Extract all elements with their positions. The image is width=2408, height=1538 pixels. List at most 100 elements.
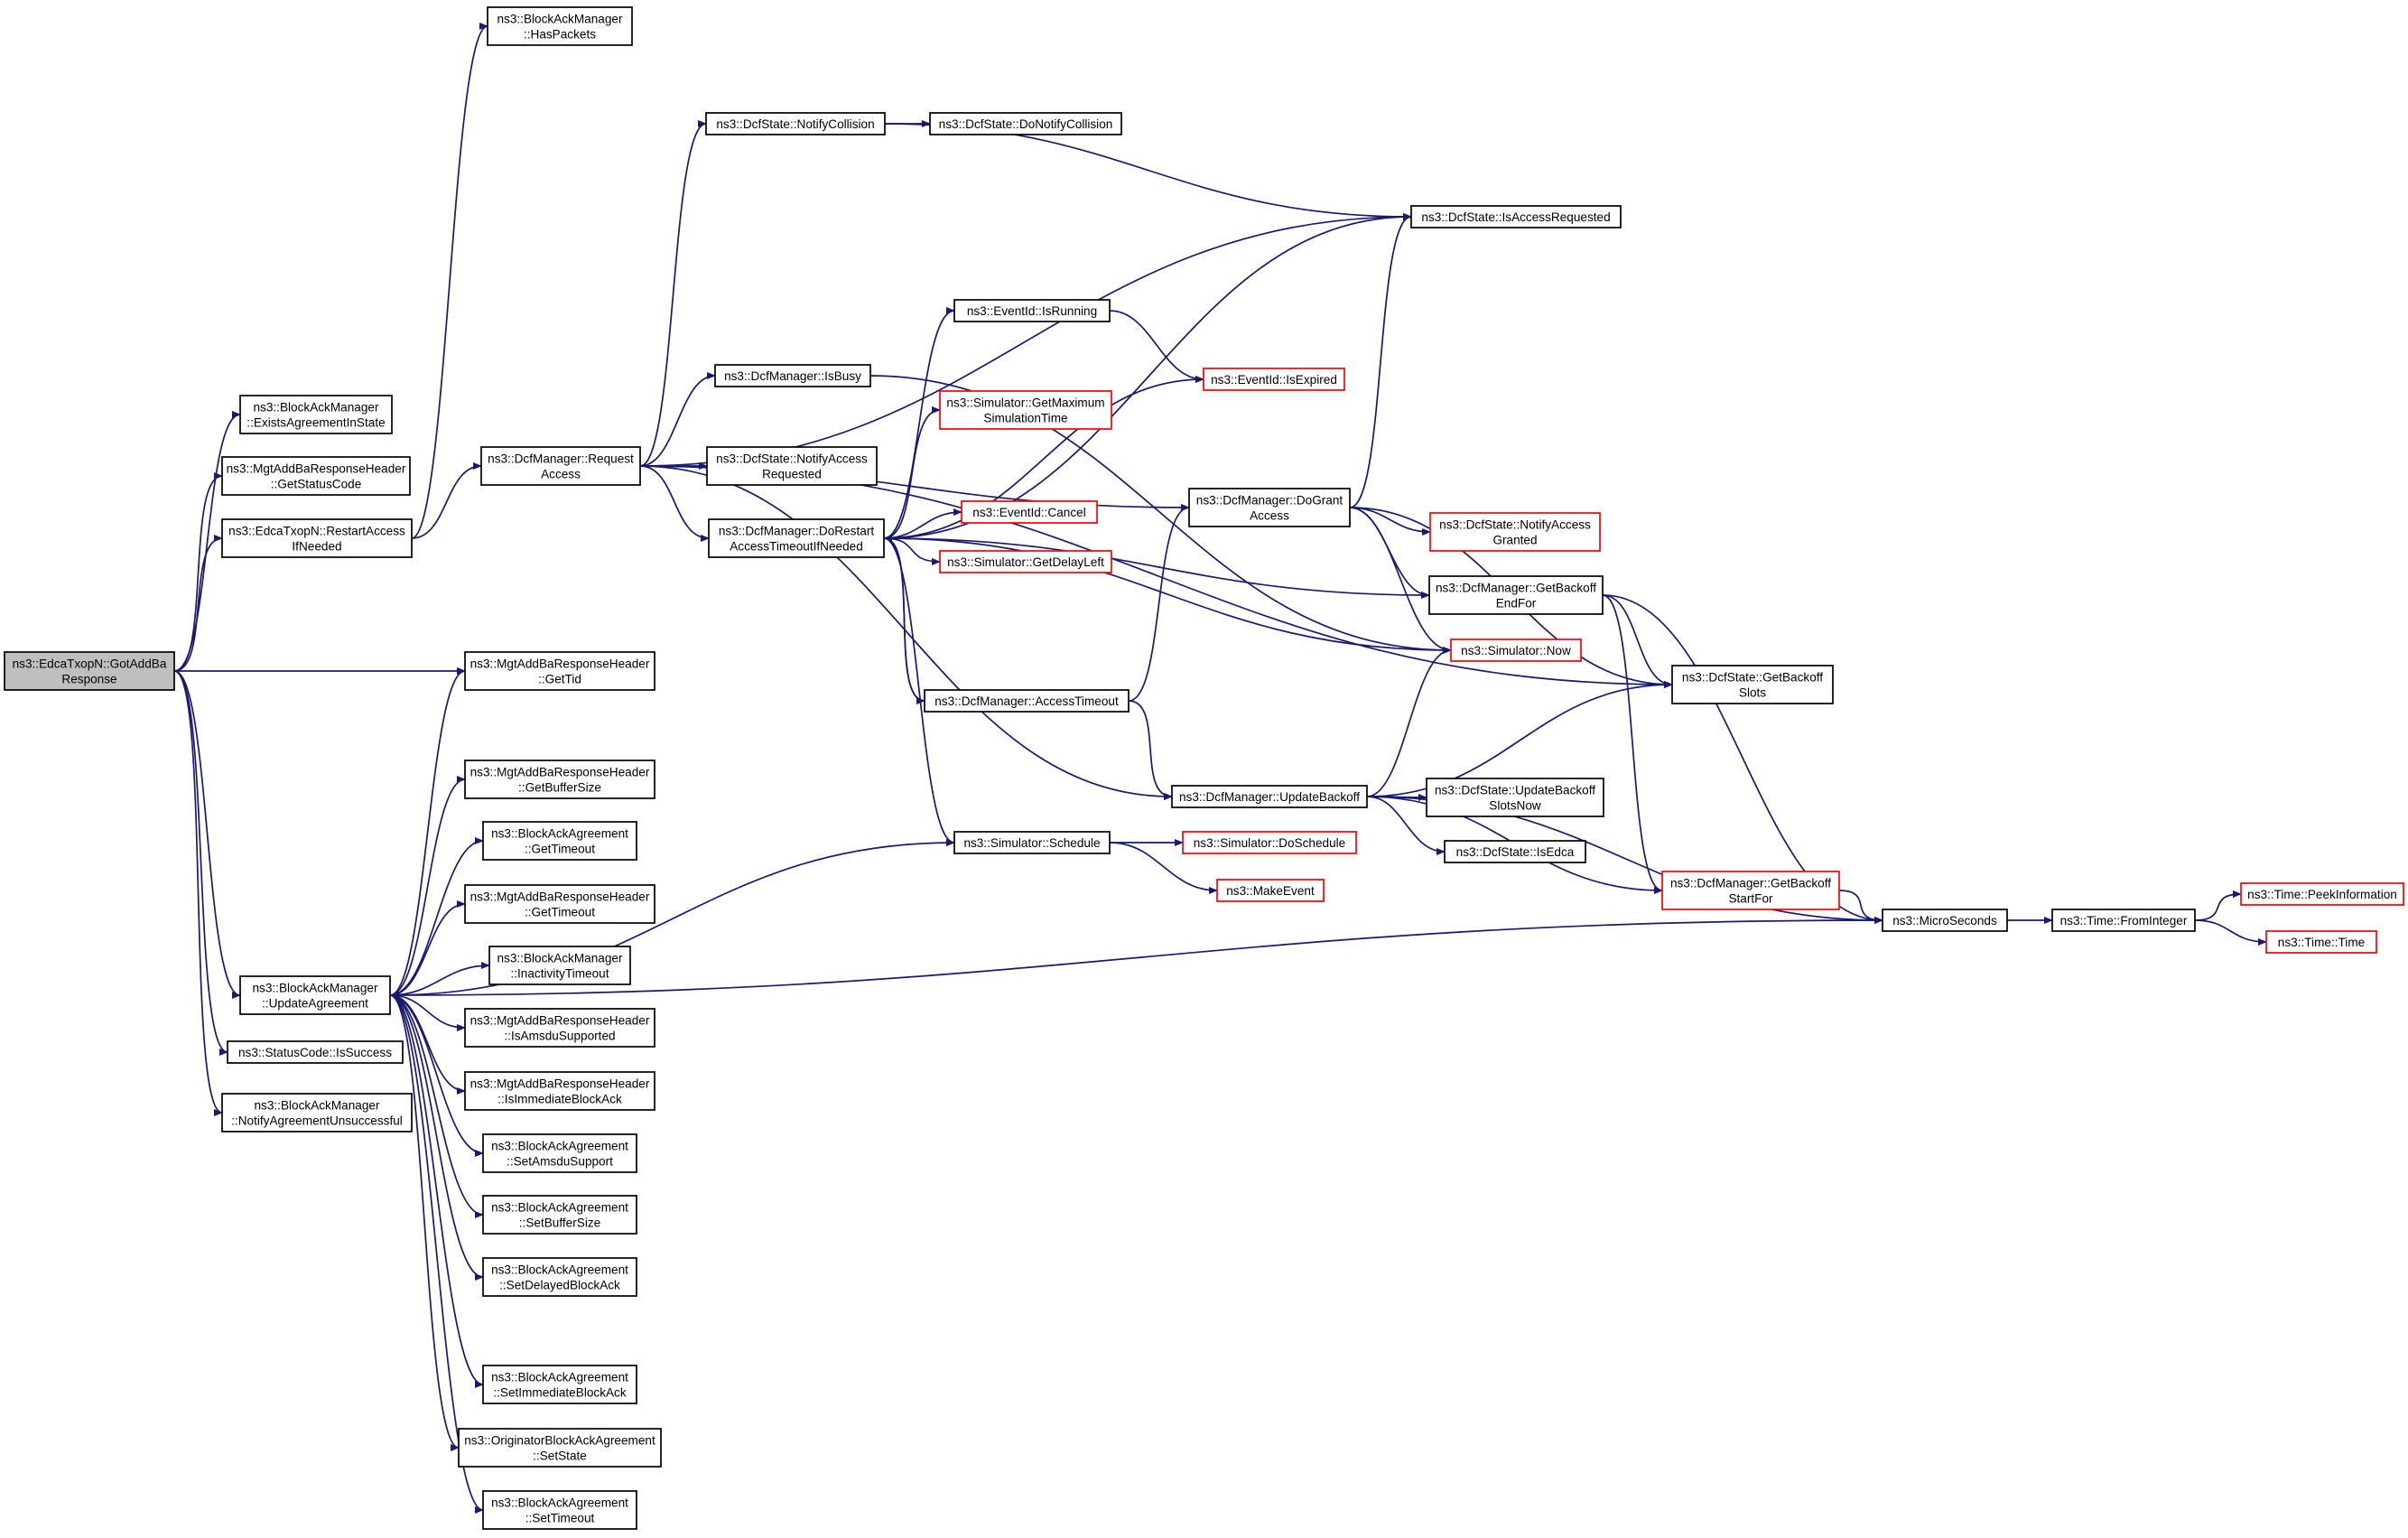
node-update-backoff[interactable]: ns3::DcfManager::UpdateBackoff [1171, 785, 1368, 808]
node-access-timeout[interactable]: ns3::DcfManager::AccessTimeout [924, 689, 1130, 713]
node-label: ns3::BlockAckAgreement [491, 1140, 628, 1153]
node-label: ::SetAmsduSupport [507, 1155, 613, 1169]
node-is-immediate-block-ack[interactable]: ns3::MgtAddBaResponseHeader::IsImmediate… [464, 1071, 655, 1111]
node-set-buffer-size[interactable]: ns3::BlockAckAgreement::SetBufferSize [482, 1195, 637, 1235]
edge-restart-access-to-request-access [411, 462, 482, 539]
node-label: ns3::DcfManager::GetBackoff [1670, 877, 1831, 890]
node-notify-collision[interactable]: ns3::DcfState::NotifyCollision [705, 112, 886, 135]
node-sim-now[interactable]: ns3::Simulator::Now [1450, 639, 1582, 662]
node-is-expired[interactable]: ns3::EventId::IsExpired [1203, 368, 1345, 391]
node-box [464, 1008, 655, 1048]
node-hdr-get-timeout[interactable]: ns3::MgtAddBaResponseHeader::GetTimeout [464, 884, 655, 924]
edge-update-agreement-to-bak-get-timeout [389, 837, 484, 996]
node-box [1450, 639, 1582, 662]
node-micro-seconds[interactable]: ns3::MicroSeconds [1882, 909, 2008, 932]
node-set-delayed-block-ack[interactable]: ns3::BlockAckAgreement::SetDelayedBlockA… [482, 1257, 637, 1297]
node-box [464, 760, 655, 799]
node-box [227, 1040, 404, 1064]
node-exists-agreement[interactable]: ns3::BlockAckManager::ExistsAgreementInS… [239, 395, 393, 434]
node-peek-information[interactable]: ns3::Time::PeekInformation [2240, 882, 2404, 906]
node-get-buffer-size[interactable]: ns3::MgtAddBaResponseHeader::GetBufferSi… [464, 760, 655, 799]
node-update-agreement[interactable]: ns3::BlockAckManager::UpdateAgreement [239, 975, 391, 1015]
node-label: ns3::MakeEvent [1226, 884, 1315, 898]
node-box [482, 1195, 637, 1235]
node-box [239, 395, 393, 434]
node-is-amsdu-supported[interactable]: ns3::MgtAddBaResponseHeader::IsAmsduSupp… [464, 1008, 655, 1048]
node-label: ns3::DcfManager::GetBackoff [1436, 582, 1596, 595]
node-has-packets[interactable]: ns3::BlockAckManager::HasPackets [487, 6, 633, 46]
node-inactivity-timeout[interactable]: ns3::BlockAckManager::InactivityTimeout [488, 946, 631, 985]
node-label: ::GetTimeout [525, 906, 595, 919]
node-cancel[interactable]: ns3::EventId::Cancel [961, 500, 1098, 524]
node-bak-get-timeout[interactable]: ns3::BlockAckAgreement::GetTimeout [482, 821, 637, 861]
node-get-tid[interactable]: ns3::MgtAddBaResponseHeader::GetTid [464, 651, 655, 691]
node-is-busy[interactable]: ns3::DcfManager::IsBusy [714, 364, 871, 387]
node-set-immediate-block-ack[interactable]: ns3::BlockAckAgreement::SetImmediateBloc… [482, 1365, 637, 1404]
node-time-time[interactable]: ns3::Time::Time [2265, 930, 2377, 954]
node-set-state[interactable]: ns3::OriginatorBlockAckAgreement::SetSta… [458, 1428, 662, 1468]
node-box [482, 1365, 637, 1404]
node-box [458, 1428, 662, 1468]
edge-access-timeout-to-do-grant-access [1128, 504, 1190, 702]
node-label: ::InactivityTimeout [510, 967, 609, 981]
node-label: ns3::DcfManager::DoRestart [719, 525, 874, 538]
node-label: ::SetBufferSize [519, 1216, 600, 1230]
edge-schedule-to-make-event [1109, 842, 1218, 894]
node-label: ns3::BlockAckAgreement [491, 1201, 628, 1215]
node-set-amsdu-support[interactable]: ns3::BlockAckAgreement::SetAmsduSupport [482, 1133, 637, 1173]
node-notify-unsuccessful[interactable]: ns3::BlockAckManager::NotifyAgreementUns… [221, 1093, 413, 1133]
node-is-edca[interactable]: ns3::DcfState::IsEdca [1444, 840, 1586, 863]
edge-do-grant-access-to-is-access-requested [1349, 213, 1412, 508]
node-do-schedule[interactable]: ns3::Simulator::DoSchedule [1182, 831, 1357, 854]
node-label: Slots [1739, 686, 1766, 700]
node-box [929, 112, 1122, 135]
node-box [2265, 930, 2377, 954]
edge-got-add-ba-to-restart-access [173, 535, 223, 672]
node-label: ns3::DcfState::NotifyAccess [1439, 518, 1591, 532]
node-schedule[interactable]: ns3::Simulator::Schedule [953, 831, 1111, 854]
node-box [464, 884, 655, 924]
node-box [961, 500, 1098, 524]
edge-update-backoff-to-is-edca [1366, 796, 1446, 855]
nodes-layer: ns3::EdcaTxopN::GotAddBaResponsens3::Blo… [4, 6, 2404, 1530]
edge-request-access-to-do-restart [639, 465, 710, 542]
node-is-success[interactable]: ns3::StatusCode::IsSuccess [227, 1040, 404, 1064]
node-get-status-code[interactable]: ns3::MgtAddBaResponseHeader::GetStatusCo… [221, 456, 411, 496]
node-box [708, 518, 885, 558]
node-label: ns3::DcfState::DoNotifyCollision [939, 117, 1113, 131]
node-label: ns3::MgtAddBaResponseHeader [470, 1077, 650, 1091]
node-do-notify-collision[interactable]: ns3::DcfState::DoNotifyCollision [929, 112, 1122, 135]
node-label: ns3::EventId::IsRunning [967, 304, 1097, 318]
node-label: ns3::BlockAckManager [497, 13, 622, 26]
node-from-integer[interactable]: ns3::Time::FromInteger [2051, 909, 2196, 932]
edge-notify-collision-to-is-access-requested [884, 123, 1412, 220]
node-is-running[interactable]: ns3::EventId::IsRunning [953, 299, 1111, 322]
node-is-access-requested[interactable]: ns3::DcfState::IsAccessRequested [1410, 205, 1622, 228]
node-get-delay-left[interactable]: ns3::Simulator::GetDelayLeft [939, 550, 1112, 573]
edge-get-backoff-end-for-to-get-backoff-slots [1602, 594, 1673, 688]
edge-update-agreement-to-set-state [389, 994, 460, 1451]
node-label: ns3::Simulator::Now [1461, 644, 1571, 657]
node-label: ns3::EventId::IsExpired [1211, 373, 1337, 387]
node-box [1426, 778, 1604, 817]
node-box [221, 1093, 413, 1133]
node-label: ns3::DcfState::NotifyAccess [716, 452, 868, 466]
edge-do-restart-to-schedule [883, 537, 955, 846]
edge-update-agreement-to-set-buffer-size [389, 994, 484, 1218]
node-do-restart[interactable]: ns3::DcfManager::DoRestartAccessTimeoutI… [708, 518, 885, 558]
node-set-timeout[interactable]: ns3::BlockAckAgreement::SetTimeout [482, 1490, 637, 1530]
edge-got-add-ba-to-update-agreement [173, 670, 241, 999]
node-label: ::HasPackets [524, 28, 596, 42]
node-make-event[interactable]: ns3::MakeEvent [1216, 879, 1325, 902]
